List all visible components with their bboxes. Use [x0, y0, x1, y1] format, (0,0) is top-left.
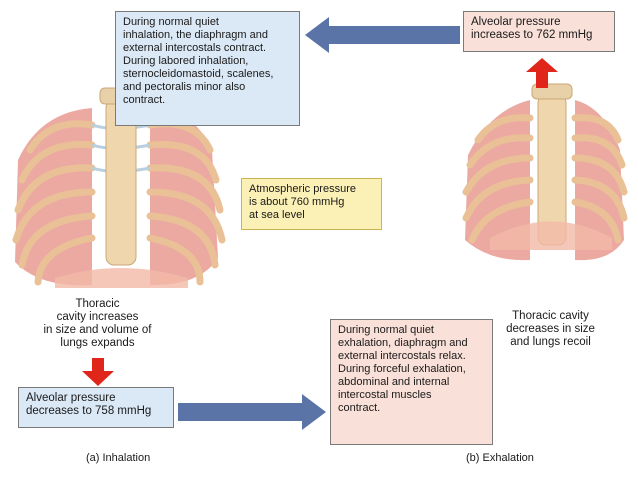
thoracic-cavity-exhalation-label: Thoracic cavity decreases in size and lu…	[506, 310, 595, 348]
arrow-down-red	[82, 358, 114, 386]
inhalation-muscles-note: During normal quiet inhalation, the diap…	[115, 11, 300, 126]
thoracic-cavity-inhalation-label: Thoracic cavity increases in size and vo…	[43, 298, 152, 349]
alveolar-pressure-increase-box: Alveolar pressure increases to 762 mmHg	[463, 11, 615, 52]
alveolar-pressure-decrease-box: Alveolar pressure decreases to 758 mmHg	[18, 387, 174, 428]
arrow-right-to-exhalation-note	[178, 394, 326, 430]
caption-exhalation: (b) Exhalation	[466, 452, 534, 464]
atmospheric-pressure-note: Atmospheric pressure is about 760 mmHg a…	[241, 178, 382, 230]
caption-inhalation: (a) Inhalation	[86, 452, 151, 464]
exhalation-muscles-note: During normal quiet exhalation, diaphrag…	[330, 319, 493, 445]
arrow-up-red	[526, 58, 558, 88]
arrow-left-to-inhalation-note	[305, 17, 460, 53]
